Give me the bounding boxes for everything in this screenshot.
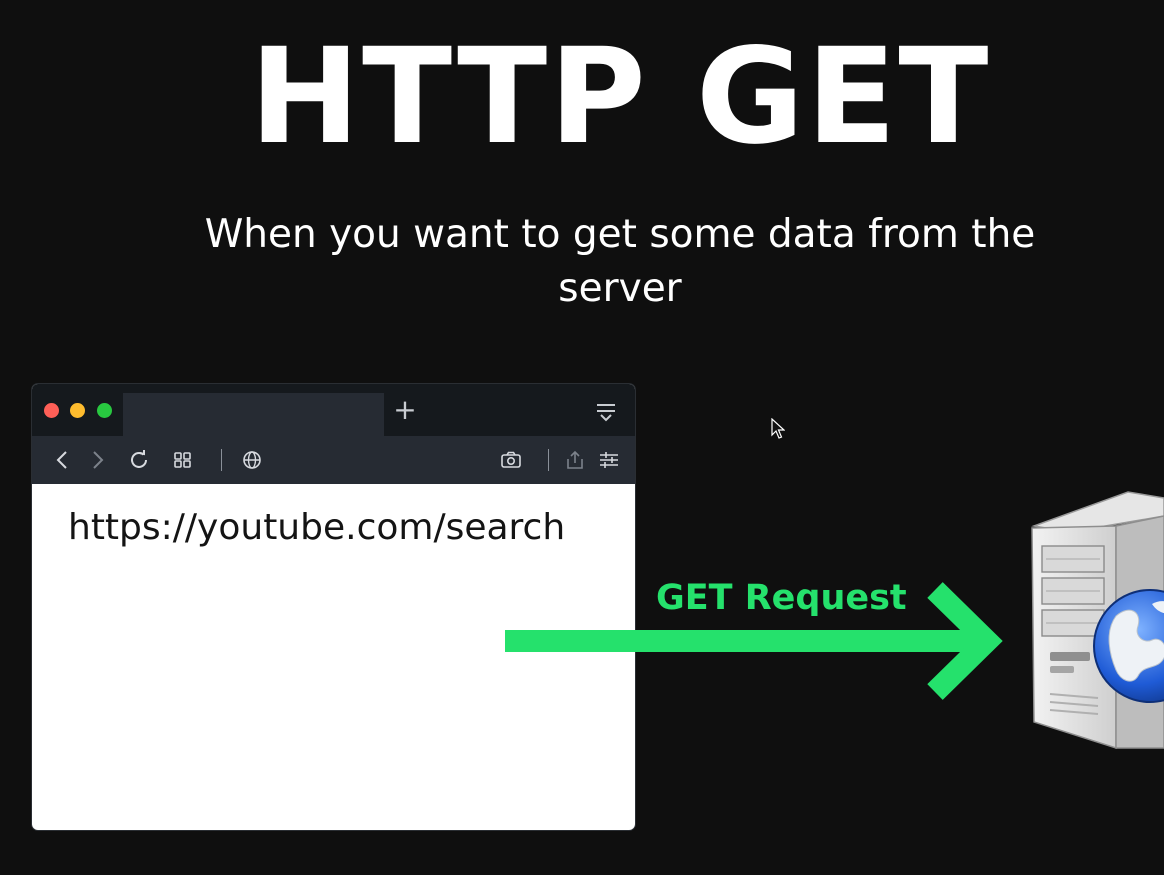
speed-dial-icon[interactable] bbox=[171, 448, 195, 472]
server-globe-icon bbox=[1031, 491, 1164, 750]
settings-sliders-icon[interactable] bbox=[597, 448, 621, 472]
request-arrow bbox=[505, 582, 1003, 700]
plus-icon[interactable]: + bbox=[393, 393, 417, 426]
camera-icon[interactable] bbox=[499, 448, 523, 472]
browser-tab[interactable] bbox=[123, 393, 384, 436]
forward-icon[interactable] bbox=[85, 448, 109, 472]
browser-url-text: https://youtube.com/search bbox=[68, 507, 566, 548]
toolbar-divider bbox=[221, 449, 222, 471]
reload-icon[interactable] bbox=[127, 448, 151, 472]
maximize-window-dot[interactable] bbox=[97, 403, 112, 418]
slide-subtitle: When you want to get some data from the … bbox=[204, 212, 1036, 311]
mouse-cursor-icon bbox=[771, 418, 785, 439]
arrow-head bbox=[927, 582, 1003, 700]
tab-list-icon[interactable] bbox=[594, 402, 618, 422]
back-icon[interactable] bbox=[51, 448, 75, 472]
arrow-shaft bbox=[505, 630, 975, 652]
browser-window: + bbox=[32, 384, 635, 830]
browser-tab-bar: + bbox=[32, 384, 635, 436]
browser-toolbar bbox=[32, 436, 635, 484]
toolbar-divider bbox=[548, 449, 549, 471]
globe-icon[interactable] bbox=[240, 448, 264, 472]
close-window-dot[interactable] bbox=[44, 403, 59, 418]
arrow-label: GET Request bbox=[656, 578, 907, 618]
slide-title: HTTP GET bbox=[249, 20, 991, 174]
minimize-window-dot[interactable] bbox=[70, 403, 85, 418]
share-icon[interactable] bbox=[563, 448, 587, 472]
